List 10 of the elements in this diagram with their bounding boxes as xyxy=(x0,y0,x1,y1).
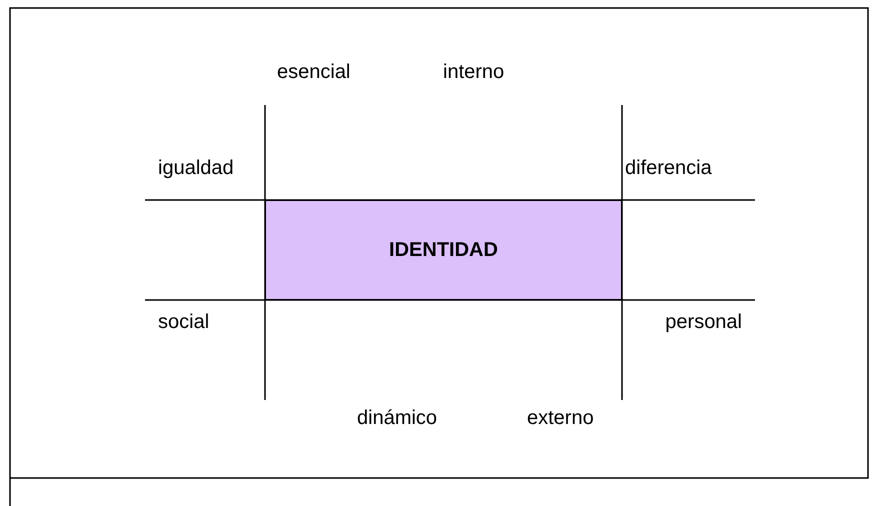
dimension-label: esencial xyxy=(277,60,350,84)
dimension-label: social xyxy=(158,310,210,334)
dimension-label: igualdad xyxy=(158,156,234,180)
concept-title: IDENTIDAD xyxy=(389,238,498,262)
dimension-label: dinámico xyxy=(357,406,438,430)
dimension-label: externo xyxy=(527,406,594,430)
dimension-label: interno xyxy=(443,60,504,84)
dimension-label: diferencia xyxy=(625,156,712,180)
concept-box xyxy=(265,200,622,300)
dimension-label: personal xyxy=(665,310,742,334)
